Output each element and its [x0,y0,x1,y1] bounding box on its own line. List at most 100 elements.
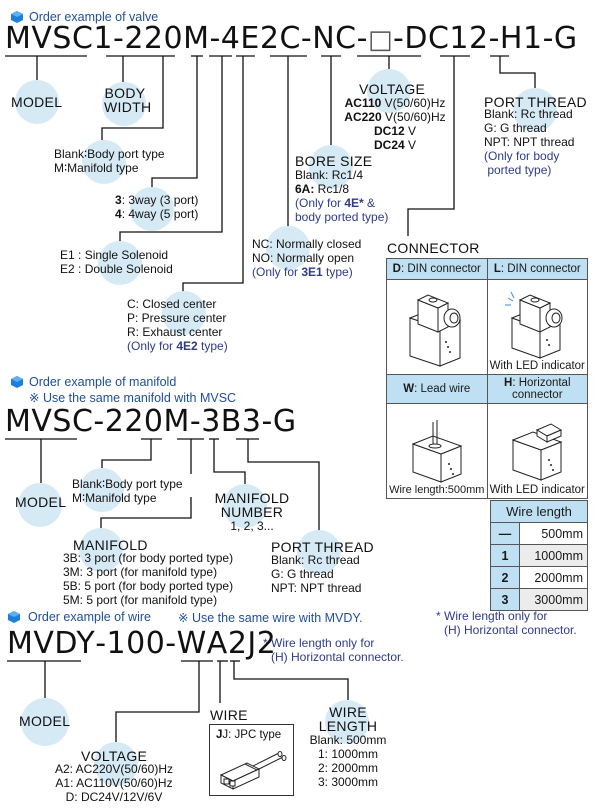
bubble-manifold-body-type [80,468,124,512]
wire-side-note: * Wire length only for (H) Horizontal co… [263,636,404,664]
code-dash: - [488,21,500,56]
normal-list: NC: Normally closed NO: Normally open (O… [252,237,361,279]
code-bore: □ [367,25,394,55]
port-thread-note-2: ported type) [484,163,552,177]
wire-voltage-label: VOLTAGE [81,748,148,764]
din-connector-icon [408,294,462,367]
wire-type-title: JJ: JPC type [216,729,282,741]
code-voltage: DC12 [404,21,489,56]
connector-h-caption: With LED indicator [489,484,585,496]
bore-size-note-2: body ported type) [295,210,389,224]
wire-length-label: WIRE [329,704,367,720]
wire-model-label: MODEL [19,713,71,729]
bubble-wire-length [325,700,369,744]
code-dash: - [95,626,107,661]
bubble-solenoid [98,241,142,285]
manifold-type-item: 3B: 3 port (for body ported type) [63,551,234,565]
code-port-thread: G [553,21,578,56]
manifold-type-item: 5B: 5 port (for body ported type) [63,579,234,593]
body-width-label-line2: WIDTH [104,99,152,115]
voltage-list: AC110 V(50/60)Hz AC220 V(50/60)Hz DC12 V… [339,96,451,152]
wire-length-item: Blank: 500mm [309,733,387,747]
code-series: MVSC1 [5,21,113,56]
port-thread-item: Blank: Rc thread [271,553,360,567]
connector-l-caption: With LED indicator [489,360,585,372]
port-thread-item: NPT: NPT thread [271,581,362,595]
wire-length-item: 3: 3000mm [317,775,379,789]
wire-type-label: WIRE [210,707,248,723]
manifold-body-type-list: Blank∶Body port type M∶Manifold type [72,477,183,505]
code-wire: W [176,626,207,661]
manifold-number-label-2: NUMBER [220,504,284,520]
voltage-item: DC24 V [373,138,417,152]
port-thread-list: Blank: Rc thread G: G thread NPT: NPT th… [484,107,574,177]
bore-size-list: Blank: Rc1/4 6A: Rc1/8 (Only for 4E* & b… [295,168,388,224]
table-row: —500mm [490,522,588,545]
manifold-section-title: Order example of manifold [29,375,177,389]
manifold-number-values: 1, 2, 3... [230,519,274,533]
manifold-type-item: 5M: 5 port (for manifold type) [63,593,218,607]
wire-length-header: Wire length [490,500,588,523]
manifold-port-thread-label: PORT THREAD [271,539,374,555]
connector-l-header: L: DIN connector [486,258,589,280]
bubble-voltage [367,69,411,113]
bubble-model [15,80,59,124]
wire-type-box: JJ: JPC type [209,724,294,796]
code-dash: - [112,21,125,56]
center-note: (Only for 4E2 type) [127,339,228,353]
normal-item: NO: Normally open [252,251,355,265]
wire-voltage-list: A2: AC220V(50/60)Hz A1: AC110V(50/60)Hz … [46,762,182,804]
code-connector: H1 [499,21,543,56]
manifold-port-thread-list: Blank: Rc thread G: G thread NPT: NPT th… [271,553,361,595]
manifold-type-label: MANIFOLD [73,537,148,553]
connector-d-header: D: DIN connector [386,258,488,280]
horizontal-connector-icon [511,423,563,481]
bubble-wire-model [21,698,69,746]
code-dash: - [261,404,273,439]
connector-l-cell: With LED indicator [486,279,589,375]
code-port-thread: G [272,404,297,439]
body-type-item: M∶Manifold type [54,161,139,175]
connector-w-header: W: Lead wire [386,374,488,404]
code-series: MVSC [5,404,94,439]
code-manifold-type: 3B [201,404,242,439]
manifold-number-label: MANIFOLD [214,490,290,506]
valve-model-code: MVSC1-220M-4E2C-NC-□-DC12-H1-G [5,22,578,57]
code-body-width: 220 [124,21,184,56]
bore-size-label: BORE SIZE [295,153,373,169]
bubble-manifold-type [79,528,123,572]
cube-icon [11,376,23,388]
wire-length-item: 2: 2000mm [317,761,379,775]
connector-w-caption: Wire length:500mm [389,484,485,496]
wire-section-title: Order example of wire [28,610,151,624]
port-thread-label: PORT THREAD [484,94,587,110]
manifold-type-item: 3M: 3 port (for manifold type) [63,565,218,579]
code-ways: 4 [220,21,241,56]
code-body-width: 220 [104,404,164,439]
code-size: 100 [106,626,166,661]
cube-icon [11,11,23,23]
body-width-label: BODY WIDTH [104,86,152,115]
code-normal: NC [312,21,357,56]
bubble-body-width [102,82,146,126]
body-type-item: M∶Manifold type [72,491,157,505]
valve-section-title: Order example of valve [29,10,159,24]
solenoid-item: E1 : Single Solenoid [60,248,169,262]
body-type-item: Blank∶Body port type [72,477,183,491]
code-center: C [279,21,301,56]
bubble-normal [266,226,310,270]
manifold-section-note: ※ Use the same manifold with MVSC [29,391,237,405]
ways-item: 4: 4way (5 port) [115,207,199,221]
wire-length-note: * Wire length only for (H) Horizontal co… [436,609,577,637]
code-solenoid: E2 [240,21,280,56]
bubble-body-type [82,140,126,184]
voltage-label: VOLTAGE [359,81,426,97]
connector-label: CONNECTOR [387,240,480,256]
bore-size-note: (Only for 4E* & [295,196,376,210]
code-dash: - [300,21,313,56]
wire-voltage-item: A2: AC220V(50/60)Hz [54,762,174,776]
wire-voltage-item: A1: AC110V(50/60)Hz [55,776,173,790]
